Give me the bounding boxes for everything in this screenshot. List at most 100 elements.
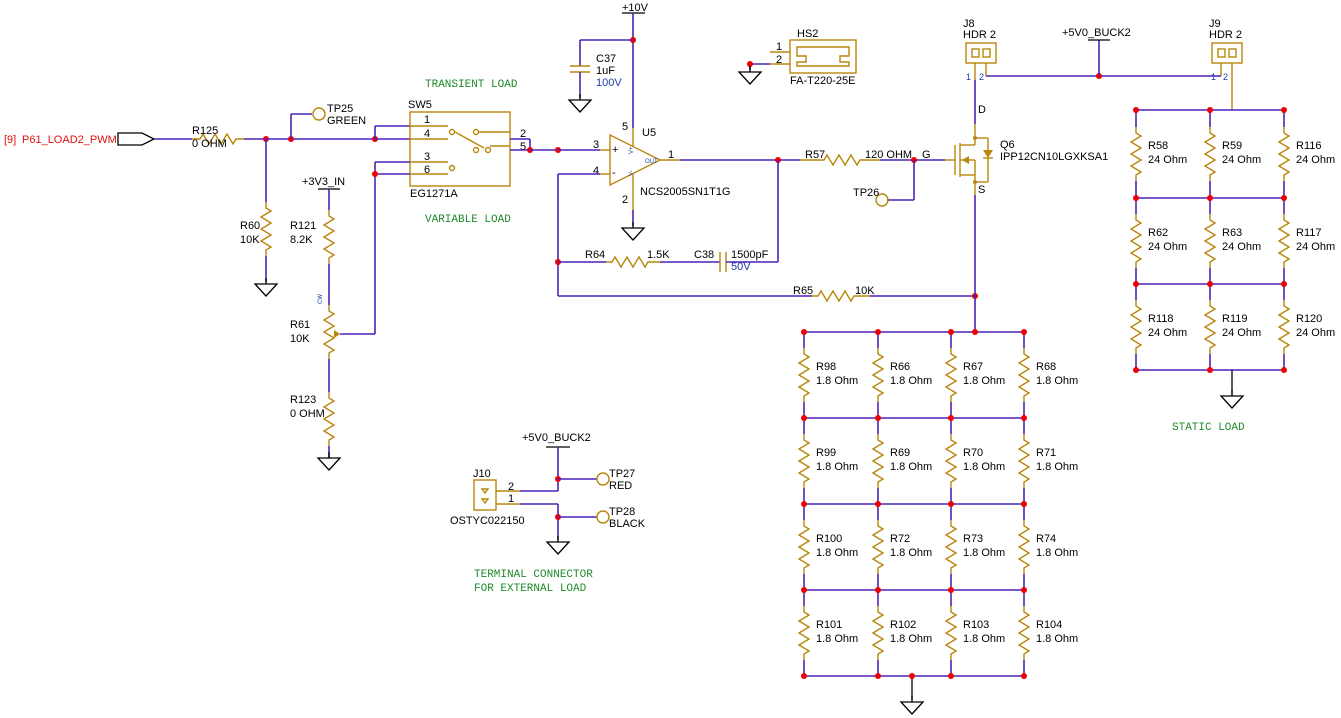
note-terminal-2: FOR EXTERNAL LOAD xyxy=(474,583,587,595)
resistor-ref: R66 xyxy=(890,361,910,373)
svg-text:1: 1 xyxy=(1211,72,1216,82)
resistor-value: 24 Ohm xyxy=(1296,241,1335,253)
testpoint-tp27: TP27 RED xyxy=(596,468,635,492)
resistor-ref: R116 xyxy=(1296,140,1321,152)
junction-dot xyxy=(972,329,978,335)
junction-dot xyxy=(1133,281,1139,287)
svg-text:GREEN: GREEN xyxy=(327,115,366,127)
net-10v: +10V xyxy=(622,2,649,14)
resistor-ref: R58 xyxy=(1148,140,1168,152)
junction-dot xyxy=(1207,107,1213,113)
resistor-r121: R121 8.2K xyxy=(290,209,335,265)
resistor-value: 1.8 Ohm xyxy=(963,375,1005,387)
junction-dot xyxy=(875,415,881,421)
resistor-ref: R118 xyxy=(1148,313,1173,325)
svg-text:OSTYC022150: OSTYC022150 xyxy=(450,515,525,527)
opamp-u5: U5 NCS2005SN1T1G 3 4 5 2 1 V+ V- OUT + - xyxy=(593,121,731,210)
resistor-value: 1.8 Ohm xyxy=(816,633,858,645)
svg-text:C38: C38 xyxy=(694,249,714,261)
svg-text:1: 1 xyxy=(424,114,430,126)
svg-text:5: 5 xyxy=(520,141,526,153)
junction-dot xyxy=(948,587,954,593)
resistor-r65: R65 10K xyxy=(793,285,875,303)
junction-dot xyxy=(801,673,807,679)
pwm-input-port: [9] P61_LOAD2_PWM xyxy=(4,132,156,146)
testpoint-tp26: TP26 xyxy=(853,187,889,207)
net-5v0-buck2-top: +5V0_BUCK2 xyxy=(1062,27,1131,39)
resistor-ref: R74 xyxy=(1036,533,1056,545)
resistor-r125: R125 0 OHM xyxy=(192,125,244,150)
resistor-ref: R98 xyxy=(816,361,836,373)
resistor-value: 1.8 Ohm xyxy=(890,375,932,387)
transient-resistor: R66 1.8 Ohm xyxy=(872,332,932,418)
junction-dot xyxy=(1021,501,1027,507)
resistor-r60: R60 10K xyxy=(240,201,272,257)
resistor-value: 1.8 Ohm xyxy=(890,633,932,645)
resistor-ref: R72 xyxy=(890,533,910,545)
svg-text:2: 2 xyxy=(776,54,782,66)
capacitor-c37: C37 1uF 100V xyxy=(570,53,622,89)
resistor-r64: R64 1.5K xyxy=(585,249,670,269)
junction-dot xyxy=(875,673,881,679)
junction-dot xyxy=(1021,587,1027,593)
svg-text:TP25: TP25 xyxy=(327,103,353,115)
heatsink-hs2: HS2 FA-T220-25E 1 2 xyxy=(770,28,857,87)
resistor-value: 1.8 Ohm xyxy=(816,547,858,559)
svg-text:5: 5 xyxy=(622,121,628,133)
note-variable-load: VARIABLE LOAD xyxy=(425,214,511,226)
junction-dot xyxy=(801,587,807,593)
svg-text:8.2K: 8.2K xyxy=(290,234,313,246)
svg-text:C37: C37 xyxy=(596,53,616,65)
svg-text:RED: RED xyxy=(609,480,632,492)
resistor-value: 1.8 Ohm xyxy=(890,461,932,473)
svg-text:1: 1 xyxy=(668,149,674,161)
resistor-value: 24 Ohm xyxy=(1148,241,1187,253)
resistor-value: 24 Ohm xyxy=(1222,241,1261,253)
svg-text:0 OHM: 0 OHM xyxy=(192,138,227,150)
svg-text:TP28: TP28 xyxy=(609,506,635,518)
resistor-ref: R99 xyxy=(816,447,836,459)
junction-dot xyxy=(1021,673,1027,679)
svg-text:2: 2 xyxy=(508,481,514,493)
resistor-ref: R68 xyxy=(1036,361,1056,373)
svg-text:-: - xyxy=(612,167,616,179)
signal-name-label: P61_LOAD2_PWM xyxy=(22,134,117,146)
svg-text:1: 1 xyxy=(776,41,782,53)
junction-dot xyxy=(1207,281,1213,287)
junction-dot xyxy=(1281,107,1287,113)
svg-text:2: 2 xyxy=(979,72,984,82)
junction-dot xyxy=(875,329,881,335)
junction-dot xyxy=(875,587,881,593)
svg-text:R61: R61 xyxy=(290,319,310,331)
svg-text:+: + xyxy=(612,144,618,156)
resistor-value: 1.8 Ohm xyxy=(890,547,932,559)
junction-dot xyxy=(1207,195,1213,201)
svg-text:120 OHM: 120 OHM xyxy=(865,149,912,161)
resistor-value: 1.8 Ohm xyxy=(963,547,1005,559)
junction-dot xyxy=(1133,107,1139,113)
svg-text:1: 1 xyxy=(508,493,514,505)
svg-text:1500pF: 1500pF xyxy=(731,249,769,261)
svg-text:BLACK: BLACK xyxy=(609,518,646,530)
resistor-ref: R69 xyxy=(890,447,910,459)
svg-text:IPP12CN10LGXKSA1: IPP12CN10LGXKSA1 xyxy=(1000,151,1108,163)
svg-text:D: D xyxy=(978,104,986,116)
resistor-ref: R103 xyxy=(963,619,989,631)
net-3v3: +3V3_IN xyxy=(302,176,345,188)
svg-text:S: S xyxy=(978,184,985,196)
transient-resistor: R72 1.8 Ohm xyxy=(872,504,932,590)
junction-dot xyxy=(948,501,954,507)
resistor-ref: R119 xyxy=(1222,313,1247,325)
junction-dot xyxy=(948,673,954,679)
